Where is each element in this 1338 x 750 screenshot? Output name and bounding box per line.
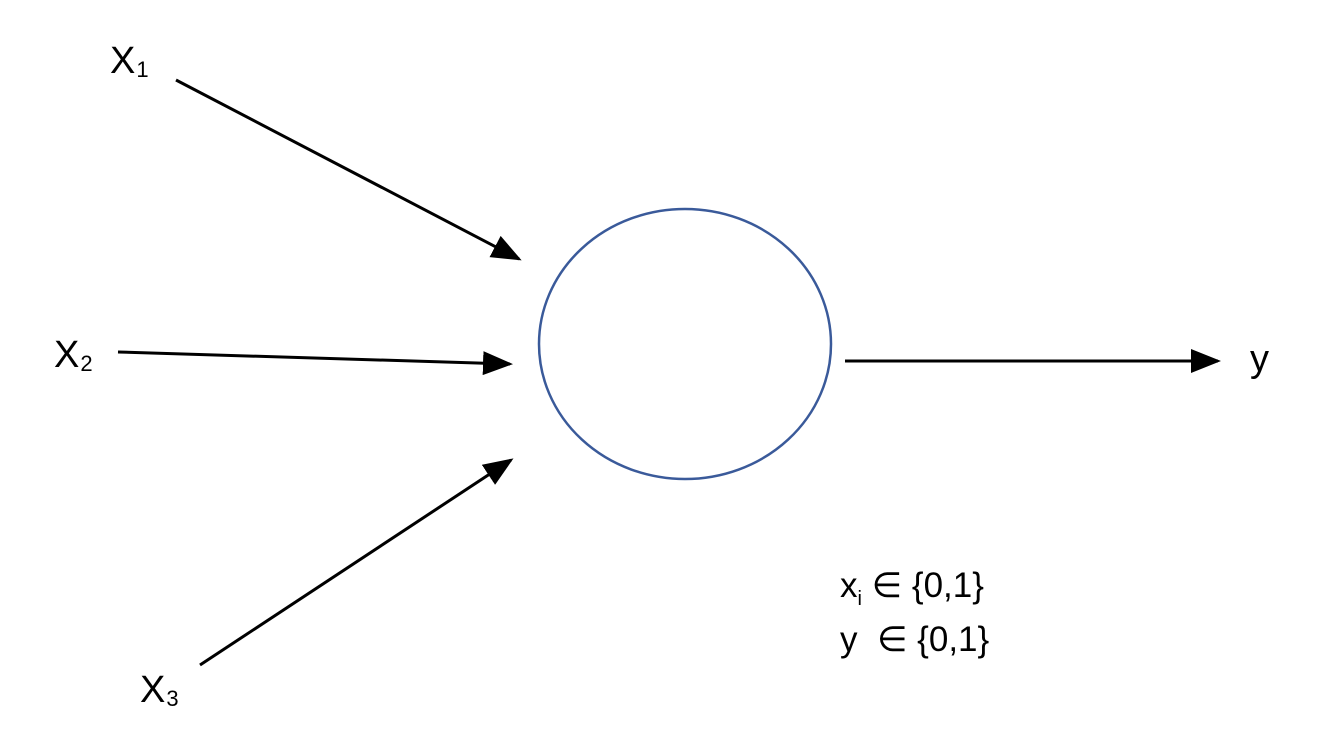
output-label-y-symbol: y (1250, 338, 1269, 380)
input-label-x1-subscript: 1 (136, 57, 149, 82)
output-label-y: y (1250, 340, 1269, 378)
condition-xi-subscript: i (857, 588, 862, 610)
input-label-x2-symbol: X (54, 334, 80, 376)
condition-y: y ∈ {0,1} (840, 622, 989, 657)
condition-y-relation: ∈ {0,1} (857, 620, 990, 659)
input-label-x3: X3 (140, 669, 179, 711)
condition-y-var: y (840, 620, 858, 659)
arrow-x2-to-neuron (117, 350, 513, 376)
input-label-x3-subscript: 3 (166, 686, 179, 711)
input-label-x3-symbol: X (140, 669, 166, 711)
neuron-circle (537, 207, 833, 481)
input-label-x2-subscript: 2 (80, 351, 93, 376)
arrow-x3-to-neuron (199, 458, 514, 667)
condition-xi-relation: ∈ {0,1} (861, 566, 984, 605)
input-label-x1: X1 (110, 40, 149, 82)
input-label-x2: X2 (54, 334, 93, 376)
input-label-x1-symbol: X (110, 40, 136, 82)
arrow-x1-to-neuron (175, 78, 522, 261)
condition-xi: xi ∈ {0,1} (840, 566, 984, 609)
condition-xi-var: x (840, 566, 858, 605)
